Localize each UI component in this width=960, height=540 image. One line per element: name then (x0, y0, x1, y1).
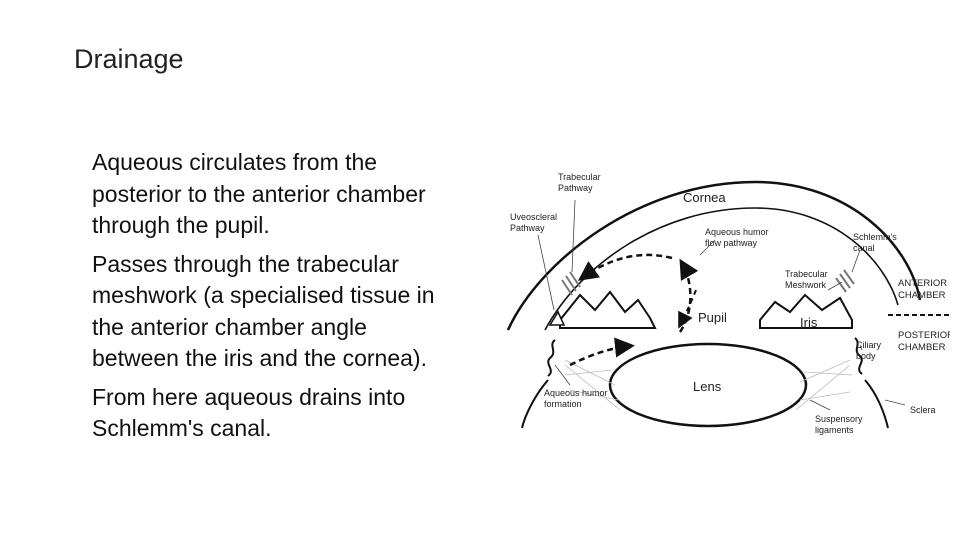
label-cornea: Cornea (683, 190, 726, 205)
label-uveoscleral-pathway: Uveoscleral Pathway (510, 212, 560, 233)
label-ciliary-body: Ciliary body (856, 340, 884, 361)
aqueous-flow-arrow-top (582, 255, 672, 278)
text-line: Passes through the trabecular (92, 249, 492, 281)
label-trabecular-meshwork: Trabecular Meshwork (785, 269, 830, 290)
text-line: through the pupil. (92, 210, 492, 242)
slide-title: Drainage (74, 44, 184, 75)
label-suspensory-ligaments: Suspensory ligaments (815, 414, 865, 435)
label-trabecular-pathway: Trabecular Pathway (558, 172, 603, 193)
aqueous-flow-arrow-pupil (680, 290, 696, 325)
text-line: posterior to the anterior chamber (92, 179, 492, 211)
label-aqueous-flow: Aqueous humor flow pathway (705, 227, 771, 248)
text-line: the anterior chamber angle (92, 312, 492, 344)
ciliary-body-left (548, 340, 555, 376)
iris-left (560, 292, 655, 328)
aqueous-flow-arrow-lower (570, 346, 630, 365)
label-pupil: Pupil (698, 310, 727, 325)
label-aqueous-formation: Aqueous humor formation (544, 388, 610, 409)
paragraph-schlemm: From here aqueous drains into Schlemm's … (92, 382, 492, 445)
text-line: From here aqueous drains into (92, 382, 492, 414)
eye-anatomy-diagram: Trabecular Pathway Uveoscleral Pathway C… (500, 160, 950, 450)
label-anterior-chamber: ANTERIOR CHAMBER (898, 278, 950, 301)
text-line: Schlemm's canal. (92, 413, 492, 445)
sclera-right (865, 380, 888, 428)
label-iris: Iris (800, 315, 818, 330)
label-lens: Lens (693, 379, 722, 394)
trabecular-meshwork-right (836, 270, 854, 292)
text-line: meshwork (a specialised tissue in (92, 280, 492, 312)
text-line: Aqueous circulates from the (92, 147, 492, 179)
text-line: between the iris and the cornea). (92, 343, 492, 375)
aqueous-flow-arrow-up (680, 263, 690, 332)
paragraph-trabecular: Passes through the trabecular meshwork (… (92, 249, 492, 375)
slide-body: Aqueous circulates from the posterior to… (92, 147, 492, 445)
paragraph-circulation: Aqueous circulates from the posterior to… (92, 147, 492, 242)
label-sclera: Sclera (910, 405, 936, 415)
label-posterior-chamber: POSTERIOR CHAMBER (898, 330, 950, 353)
